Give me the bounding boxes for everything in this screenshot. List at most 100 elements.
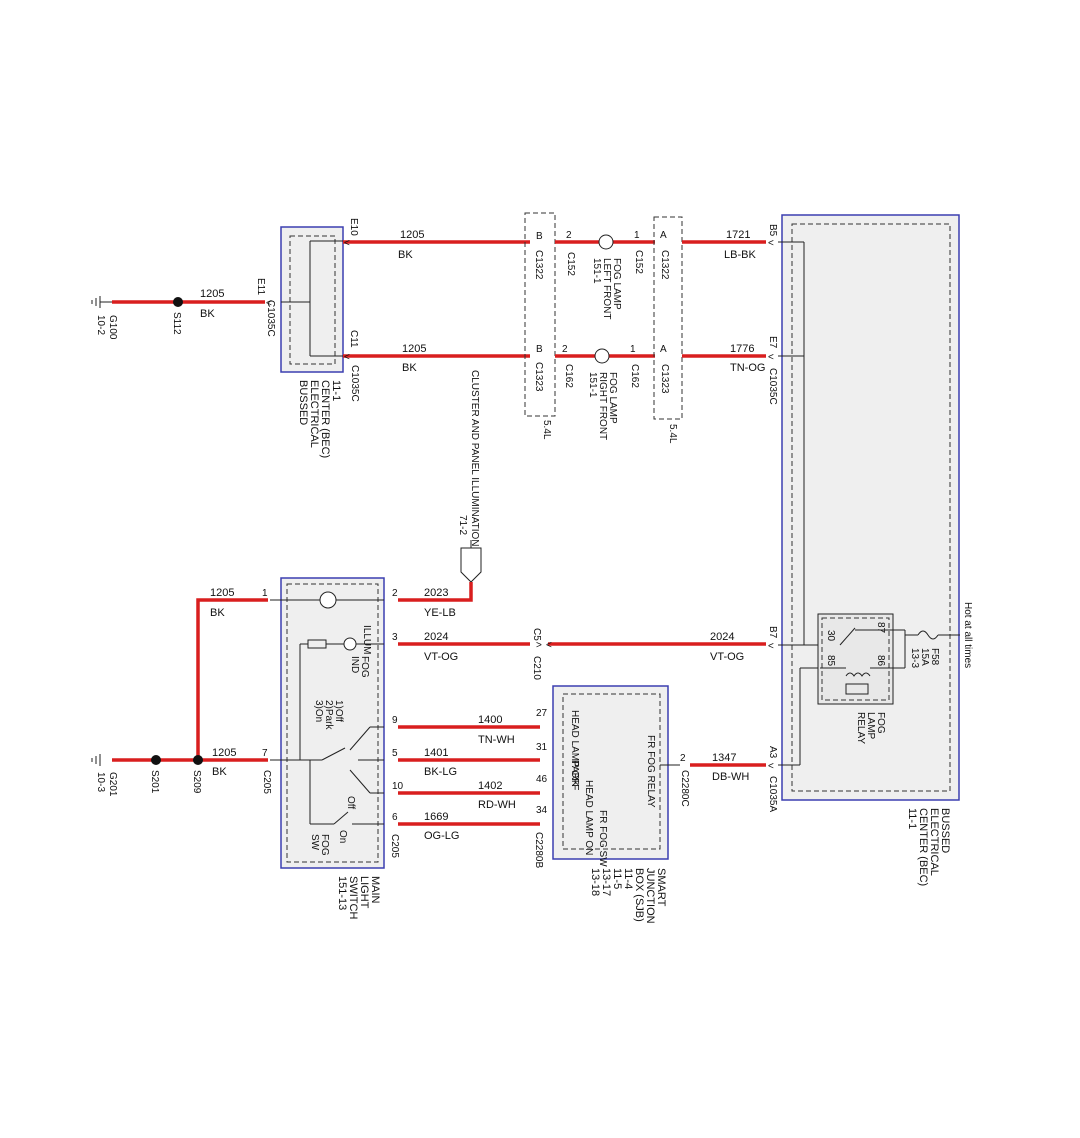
svg-text:C1323: C1323 bbox=[659, 364, 670, 394]
svg-text:1776: 1776 bbox=[730, 343, 754, 355]
svg-text:G100: G100 bbox=[107, 315, 118, 340]
svg-text:6: 6 bbox=[392, 812, 398, 823]
svg-text:C1323: C1323 bbox=[533, 362, 544, 392]
fog-sw-label: FOG SW bbox=[309, 834, 330, 856]
svg-text:1205: 1205 bbox=[200, 288, 224, 300]
svg-text:1669: 1669 bbox=[424, 811, 448, 823]
illumination-connector bbox=[460, 547, 482, 583]
svg-text:FOG LAMP: FOG LAMP bbox=[607, 372, 618, 424]
svg-text:C205: C205 bbox=[261, 770, 272, 794]
svg-text:A3: A3 bbox=[767, 746, 778, 759]
svg-text:SMART: SMART bbox=[655, 868, 667, 907]
c1035c-left-label: C1035C bbox=[349, 365, 360, 402]
svg-text:ELECTRICAL: ELECTRICAL bbox=[928, 808, 940, 876]
svg-text:1: 1 bbox=[262, 588, 268, 599]
svg-text:C162: C162 bbox=[563, 364, 574, 388]
splice-s201 bbox=[151, 755, 161, 765]
fr-fog-relay-label: FR FOG RELAY bbox=[645, 735, 656, 808]
hot-at-all-times: Hot at all times bbox=[962, 602, 973, 668]
pin-c11: C11 bbox=[348, 330, 359, 348]
svg-text:<: < bbox=[768, 761, 774, 772]
svg-text:FOG: FOG bbox=[319, 834, 330, 856]
bec-left-label: BUSSED ELECTRICAL CENTER (BEC) 11-1 bbox=[297, 380, 342, 458]
svg-text:ILLUM: ILLUM bbox=[361, 625, 372, 654]
svg-text:1)Off: 1)Off bbox=[333, 700, 344, 722]
svg-text:13-3: 13-3 bbox=[909, 648, 920, 668]
svg-text:71-2: 71-2 bbox=[457, 515, 468, 535]
svg-text:1205: 1205 bbox=[400, 229, 424, 241]
svg-text:OG-LG: OG-LG bbox=[424, 830, 459, 842]
svg-text:B: B bbox=[536, 231, 543, 242]
svg-text:LEFT FRONT: LEFT FRONT bbox=[601, 258, 612, 319]
svg-text:BK: BK bbox=[210, 607, 225, 619]
svg-text:1401: 1401 bbox=[424, 747, 448, 759]
svg-text:30: 30 bbox=[825, 630, 836, 642]
svg-text:B7: B7 bbox=[767, 626, 778, 639]
svg-text:87: 87 bbox=[875, 622, 886, 634]
svg-text:C2280C: C2280C bbox=[679, 770, 690, 807]
svg-text:C152: C152 bbox=[633, 250, 644, 274]
svg-text:10: 10 bbox=[392, 781, 404, 792]
fog-indicator-icon bbox=[343, 637, 357, 651]
svg-text:10-2: 10-2 bbox=[95, 315, 106, 335]
pin-e11: E11 bbox=[255, 278, 266, 295]
svg-text:C5: C5 bbox=[531, 628, 542, 641]
svg-text:C152: C152 bbox=[565, 252, 576, 276]
svg-text:151-1: 151-1 bbox=[591, 258, 602, 284]
illumination-label: CLUSTER AND PANEL ILLUMINATION bbox=[469, 370, 480, 547]
main-switch-label: MAIN LIGHT SWITCH 151-13 bbox=[336, 876, 381, 919]
svg-text:<: < bbox=[344, 238, 350, 249]
svg-text:RIGHT FRONT: RIGHT FRONT bbox=[597, 372, 608, 440]
svg-text:C1035A: C1035A bbox=[767, 776, 778, 812]
svg-text:2: 2 bbox=[392, 588, 398, 599]
svg-text:RD-WH: RD-WH bbox=[478, 799, 516, 811]
svg-text:11-5: 11-5 bbox=[611, 868, 623, 889]
svg-text:10-3: 10-3 bbox=[95, 772, 106, 792]
sjb-inputs: HEAD LAMP OFF PARK HEAD LAMP ON FR FOG S… bbox=[569, 710, 608, 867]
svg-text:9: 9 bbox=[392, 715, 398, 726]
svg-text:CENTER (BEC): CENTER (BEC) bbox=[319, 380, 331, 458]
svg-text:BK: BK bbox=[212, 766, 227, 778]
svg-text:5.4L: 5.4L bbox=[667, 424, 678, 444]
svg-text:LB-BK: LB-BK bbox=[724, 249, 756, 261]
svg-text:C1035C: C1035C bbox=[767, 368, 778, 405]
svg-text:C2280B: C2280B bbox=[533, 832, 544, 868]
svg-text:2023: 2023 bbox=[424, 587, 448, 599]
svg-text:TN-OG: TN-OG bbox=[730, 362, 765, 374]
svg-text:86: 86 bbox=[875, 655, 886, 667]
svg-text:BK-LG: BK-LG bbox=[424, 766, 457, 778]
svg-text:1402: 1402 bbox=[478, 780, 502, 792]
svg-text:1347: 1347 bbox=[712, 752, 736, 764]
fuse-f58: F58 15A 13-3 bbox=[909, 648, 940, 668]
fog-ind-label: FOG IND bbox=[349, 656, 370, 678]
svg-text:FOG LAMP: FOG LAMP bbox=[611, 258, 622, 310]
svg-text:<: < bbox=[768, 352, 774, 363]
svg-text:VT-OG: VT-OG bbox=[424, 651, 458, 663]
svg-text:B5: B5 bbox=[767, 224, 778, 237]
svg-text:YE-LB: YE-LB bbox=[424, 607, 456, 619]
svg-text:SW: SW bbox=[309, 834, 320, 851]
svg-text:34: 34 bbox=[536, 805, 548, 816]
svg-text:<: < bbox=[768, 641, 774, 652]
svg-text:CENTER (BEC): CENTER (BEC) bbox=[917, 808, 929, 886]
smart-junction-box bbox=[552, 685, 669, 860]
svg-text:15A: 15A bbox=[919, 648, 930, 666]
svg-text:2: 2 bbox=[680, 753, 686, 764]
svg-text:C162: C162 bbox=[629, 364, 640, 388]
svg-text:<: < bbox=[546, 640, 552, 651]
svg-text:1400: 1400 bbox=[478, 714, 502, 726]
svg-text:BK: BK bbox=[200, 308, 215, 320]
pin-e10: E10 bbox=[348, 218, 359, 236]
svg-text:FR FOG SW: FR FOG SW bbox=[597, 810, 608, 867]
svg-text:85: 85 bbox=[825, 655, 836, 667]
svg-text:2: 2 bbox=[562, 344, 568, 355]
svg-text:On: On bbox=[337, 830, 348, 843]
svg-text:MAIN: MAIN bbox=[369, 876, 381, 904]
svg-text:FOG: FOG bbox=[875, 712, 886, 734]
svg-text:DB-WH: DB-WH bbox=[712, 771, 749, 783]
svg-text:BUSSED: BUSSED bbox=[939, 808, 951, 853]
svg-text:BOX (SJB): BOX (SJB) bbox=[633, 868, 645, 922]
svg-text:2)Park: 2)Park bbox=[323, 700, 334, 730]
svg-text:13-17: 13-17 bbox=[600, 868, 612, 896]
sjb-label: SMART JUNCTION BOX (SJB) 11-4 11-5 13-17… bbox=[589, 868, 667, 924]
